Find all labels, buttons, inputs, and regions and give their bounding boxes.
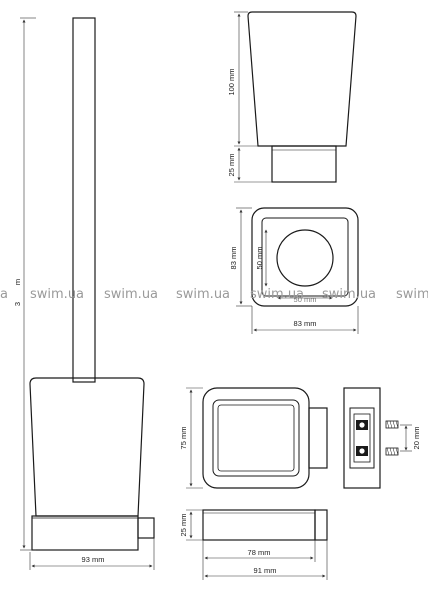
cup-side-view (247, 11, 357, 183)
holder-cup (29, 377, 145, 517)
inner-width-label: 78 mm (248, 548, 271, 557)
front-view (202, 387, 328, 489)
wall-tab (137, 517, 155, 539)
bracket-height-label: 25 mm (179, 514, 188, 537)
screw-icon (359, 448, 365, 454)
top-view-depth-label: 83 mm (229, 247, 238, 270)
brush-holder-assembly (29, 17, 155, 551)
screw-icon (359, 422, 365, 428)
wall-mount-view: 20 mm (343, 387, 421, 489)
bracket-dimensions: 25 mm 78 mm 91 mm (179, 509, 328, 580)
holder-width-dimension: 93 mm (29, 538, 155, 570)
holder-base (31, 515, 139, 551)
watermark: swim.ua (396, 287, 428, 302)
height-label-unit: m (13, 279, 22, 285)
brush-handle (72, 17, 96, 383)
top-view-dimensions: 83 mm 50 mm 50 mm 83 mm (229, 207, 359, 334)
front-height-dimension: 75 mm (179, 387, 203, 489)
cup-height-dimension: 100 mm 25 mm (227, 11, 272, 183)
watermark: swim.ua (176, 287, 230, 302)
height-dimension: m 3 (13, 17, 36, 551)
watermark-fragment: a (0, 287, 8, 302)
top-view (251, 207, 359, 307)
inner-diameter-hidden-label: 50 mm (294, 295, 317, 304)
inner-diameter-label: 50 mm (255, 247, 264, 270)
mount-offset-label: 20 mm (412, 427, 421, 450)
watermark: swim.ua (322, 287, 376, 302)
cup-neck-label: 25 mm (227, 154, 236, 177)
total-width-label: 91 mm (254, 566, 277, 575)
cup-height-label: 100 mm (227, 68, 236, 95)
holder-width-label: 93 mm (82, 555, 105, 564)
watermark-row: a swim.ua swim.ua swim.ua swim.ua swim.u… (0, 287, 428, 302)
top-view-width-label: 83 mm (294, 319, 317, 328)
front-height-label: 75 mm (179, 427, 188, 450)
watermark: swim.ua (104, 287, 158, 302)
bracket-view (202, 509, 328, 541)
height-label-value: 3 (13, 302, 22, 306)
watermark: swim.ua (30, 287, 84, 302)
